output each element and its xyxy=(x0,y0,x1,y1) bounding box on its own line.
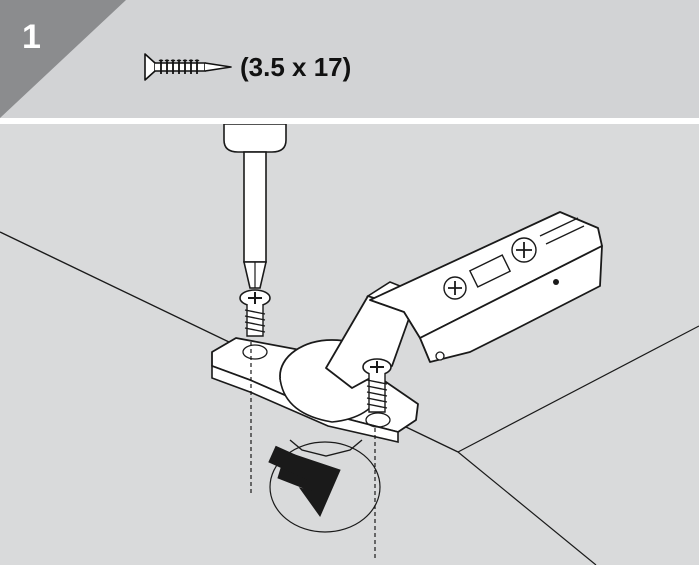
step-badge xyxy=(0,0,126,118)
step-header: 1 (3.5 x 17) xyxy=(0,0,699,118)
hinge-body xyxy=(369,211,603,363)
left-screw-icon xyxy=(239,289,271,337)
step-number: 1 xyxy=(22,18,41,56)
hinge-mounting-illustration xyxy=(0,124,699,565)
header-divider xyxy=(0,118,699,124)
screwdriver-icon xyxy=(223,124,287,289)
panel-front-edge xyxy=(457,451,597,565)
screw-size-label: (3.5 x 17) xyxy=(240,52,352,82)
right-screw-icon xyxy=(362,358,392,413)
countersunk-screw-icon xyxy=(144,53,232,81)
panel-bottom-line xyxy=(457,325,699,453)
hinge-cup-hole-outline xyxy=(269,441,381,533)
